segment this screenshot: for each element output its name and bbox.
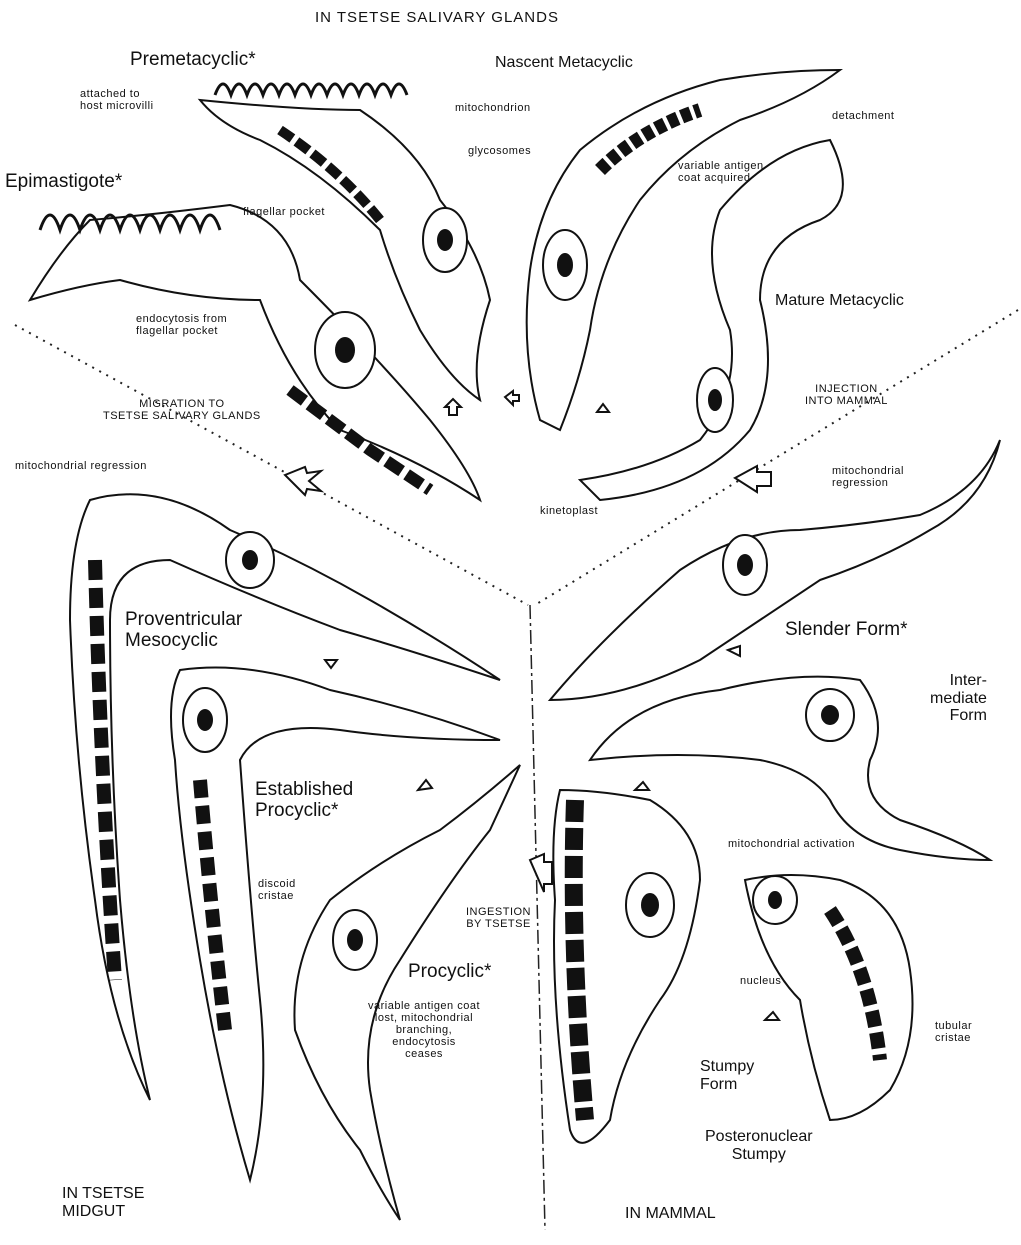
stage-label-stumpy-form: Stumpy Form: [700, 1058, 754, 1093]
stage-label-proventricular-mesocyclic: Proventricular Mesocyclic: [125, 610, 242, 652]
stage-label-premetacyclic: Premetacyclic*: [130, 50, 256, 71]
region-label-mammal: IN MAMMAL: [625, 1205, 716, 1223]
stage-label-procyclic: Procyclic*: [408, 962, 491, 983]
annotation-variable-antigen-coat: variable antigen coat acquired: [678, 160, 764, 184]
annotation-discoid-cristae: discoid cristae: [258, 878, 296, 902]
annotation-ingestion: INGESTION BY TSETSE: [466, 906, 531, 930]
annotation-injection: INJECTION INTO MAMMAL: [805, 383, 888, 407]
region-label-midgut: IN TSETSE MIDGUT: [62, 1185, 144, 1220]
stage-label-nascent-metacyclic: Nascent Metacyclic: [495, 54, 633, 72]
annotation-mito-regression-left: mitochondrial regression: [15, 460, 147, 472]
stage-label-mature-metacyclic: Mature Metacyclic: [775, 292, 904, 310]
stage-label-slender-form: Slender Form*: [785, 620, 908, 641]
annotation-detachment: detachment: [832, 110, 894, 122]
stage-label-epimastigote: Epimastigote*: [5, 172, 122, 193]
stage-label-established-procyclic: Established Procyclic*: [255, 780, 353, 822]
procyclic-cell: [294, 765, 520, 1220]
divider-line-vertical: [530, 605, 545, 1230]
annotation-glycosomes: glycosomes: [468, 145, 531, 157]
annotation-mito-activation: mitochondrial activation: [728, 838, 855, 850]
stage-label-intermediate-form: Inter- mediate Form: [930, 672, 987, 725]
annotation-migration: MIGRATION TO TSETSE SALIVARY GLANDS: [103, 398, 261, 422]
annotation-procyclic-notes: variable antigen coat lost, mitochondria…: [368, 1000, 480, 1060]
annotation-endocytosis: endocytosis from flagellar pocket: [136, 313, 227, 337]
annotation-mito-regression-right: mitochondrial regression: [832, 465, 904, 489]
annotation-attached-microvilli: attached to host microvilli: [80, 88, 154, 112]
annotation-flagellar-pocket: flagellar pocket: [243, 206, 325, 218]
annotation-tubular-cristae: tubular cristae: [935, 1020, 972, 1044]
annotation-nucleus: nucleus: [740, 975, 781, 987]
region-label-salivary: IN TSETSE SALIVARY GLANDS: [315, 10, 559, 27]
posteronuclear-stumpy-cell: [745, 875, 913, 1120]
stage-label-posteronuclear-stumpy: Posteronuclear Stumpy: [705, 1128, 813, 1163]
annotation-kinetoplast: kinetoplast: [540, 505, 598, 517]
annotation-mitochondrion: mitochondrion: [455, 102, 531, 114]
nascent-metacyclic-cell: [527, 70, 840, 430]
stumpy-form-cell: [553, 790, 700, 1143]
